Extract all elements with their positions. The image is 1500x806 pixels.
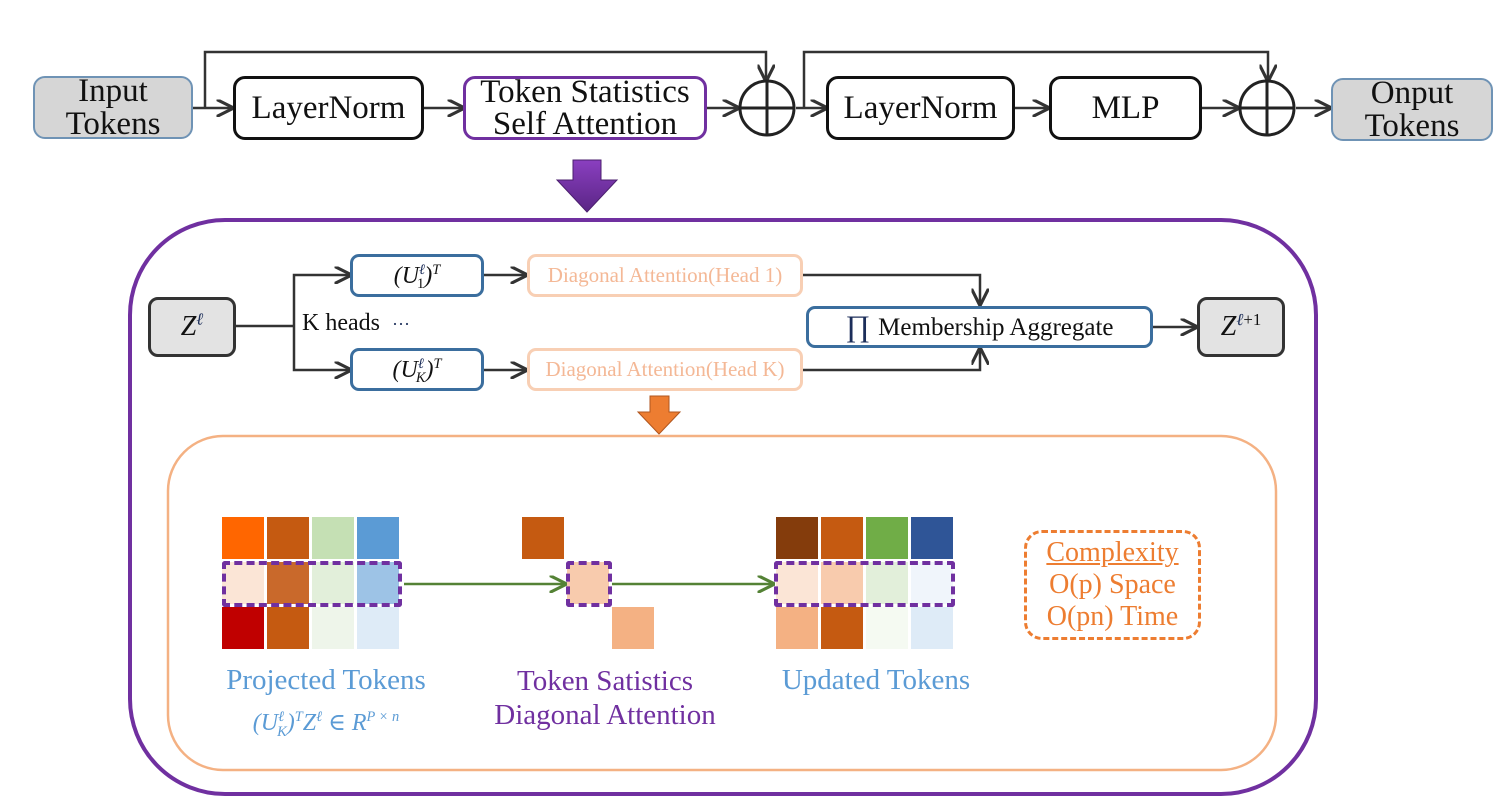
updated-cell-r1-c3: [866, 517, 908, 559]
diagonal-cell-1: [522, 517, 564, 559]
top-connectors: [193, 50, 1330, 108]
updated-cell-r2-c3: [866, 562, 908, 604]
expand-arrow-icon: [555, 159, 619, 213]
head1-to-aggregate: [803, 273, 980, 304]
diagonal-attention-headK-label: Diagonal Attention(Head K): [545, 357, 785, 381]
input-z-box: Zℓ: [148, 297, 236, 357]
product-icon: ∏: [845, 310, 871, 343]
updated-cell-r2-c2: [821, 562, 863, 604]
diagonal-attention-head1-label: Diagonal Attention(Head 1): [547, 263, 783, 287]
projected-tokens-formula: (UℓK)TZℓ ∈ RP × n: [252, 709, 400, 740]
diagonal-cell-3: [612, 607, 654, 649]
residual-2: [802, 50, 1268, 108]
complexity-time: O(pn) Time: [1046, 601, 1179, 633]
complexity-title: Complexity: [1046, 537, 1179, 568]
headK-to-aggregate: [803, 349, 980, 372]
diagonal-attention-head1-box: Diagonal Attention(Head 1): [527, 254, 803, 297]
expand-arrow-orange-icon: [636, 395, 682, 435]
complexity-space: O(p) Space: [1049, 569, 1176, 601]
input-z-label: Zℓ: [180, 308, 204, 342]
mlp-box: MLP: [1049, 76, 1202, 140]
residual-1: [203, 50, 766, 108]
output-tokens-line1: Onput: [1370, 74, 1454, 111]
input-tokens-box: Input Tokens: [33, 72, 193, 142]
output-tokens-box: Onput Tokens: [1331, 74, 1493, 144]
updated-cell-r2-c4: [911, 562, 953, 604]
updated-cell-r2-c1: [776, 562, 818, 604]
projected-cell-r1-c3: [312, 517, 354, 559]
layernorm-2-box: LayerNorm: [826, 76, 1015, 140]
updated-cell-r3-c2: [821, 607, 863, 649]
projected-cell-r3-c2: [267, 607, 309, 649]
projected-tokens-title: Projected Tokens: [226, 664, 426, 696]
output-z-label: Zℓ+1: [1220, 308, 1262, 342]
layernorm-1-box: LayerNorm: [233, 76, 424, 140]
diagonal-cells: [522, 517, 656, 651]
complexity-box: Complexity O(p) Space O(pn) Time: [1024, 530, 1201, 640]
ellipsis: ···: [391, 314, 410, 334]
branch-head1: [292, 275, 350, 326]
input-tokens-line1: Input: [78, 72, 148, 109]
k-heads-label: K heads ···: [302, 310, 410, 336]
projected-cell-r2-c2: [267, 562, 309, 604]
attention-line2: Self Attention: [492, 106, 678, 142]
branch-headK: [292, 326, 350, 370]
updated-cell-r1-c4: [911, 517, 953, 559]
projected-cell-r2-c4: [357, 562, 399, 604]
projected-cell-r3-c4: [357, 607, 399, 649]
projected-cell-r1-c4: [357, 517, 399, 559]
membership-aggregate-box: ∏ Membership Aggregate: [806, 306, 1153, 348]
updated-cell-r3-c1: [776, 607, 818, 649]
projected-tokens-grid: [222, 517, 402, 651]
membership-aggregate-label: Membership Aggregate: [878, 313, 1114, 341]
input-tokens-line2: Tokens: [65, 105, 161, 142]
updated-tokens-title: Updated Tokens: [781, 664, 971, 696]
projection-headK-label: (UℓK)T: [392, 355, 442, 387]
updated-cell-r3-c4: [911, 607, 953, 649]
projection-head1-box: (Uℓ1)T: [350, 254, 484, 297]
projected-cell-r2-c1: [222, 562, 264, 604]
updated-tokens-grid: [776, 517, 956, 651]
circle-plus-icon-2: [1238, 79, 1296, 137]
detail-connectors: [236, 275, 1196, 370]
layernorm-1-label: LayerNorm: [251, 89, 406, 126]
projected-cell-r3-c3: [312, 607, 354, 649]
projected-cell-r3-c1: [222, 607, 264, 649]
output-tokens-line2: Tokens: [1364, 107, 1460, 144]
updated-cell-r1-c2: [821, 517, 863, 559]
attention-detail-frame: [128, 218, 1318, 796]
projected-cell-r2-c3: [312, 562, 354, 604]
projection-head1-label: (Uℓ1)T: [393, 261, 441, 293]
token-statistics-diagonal-attention-title: Token Satistics Diagonal Attention: [494, 665, 716, 732]
diagonal-selected-cell: [566, 561, 612, 607]
diagonal-cell-2: [567, 562, 609, 604]
updated-selected-row: [774, 561, 955, 607]
updated-cell-r3-c3: [866, 607, 908, 649]
diagonal-attention-headK-box: Diagonal Attention(Head K): [527, 348, 803, 391]
circle-plus-icon-1: [738, 79, 796, 137]
mlp-label: MLP: [1091, 89, 1160, 126]
projected-cell-r1-c1: [222, 517, 264, 559]
output-z-box: Zℓ+1: [1197, 297, 1285, 357]
mechanism-frame: [166, 434, 1278, 772]
projected-cell-r1-c2: [267, 517, 309, 559]
attention-line1: Token Statistics: [480, 73, 690, 110]
projection-headK-box: (UℓK)T: [350, 348, 484, 391]
projected-selected-row: [222, 561, 402, 607]
token-statistics-self-attention-box: Token Statistics Self Attention: [463, 73, 707, 142]
layernorm-2-label: LayerNorm: [843, 89, 998, 126]
updated-cell-r1-c1: [776, 517, 818, 559]
